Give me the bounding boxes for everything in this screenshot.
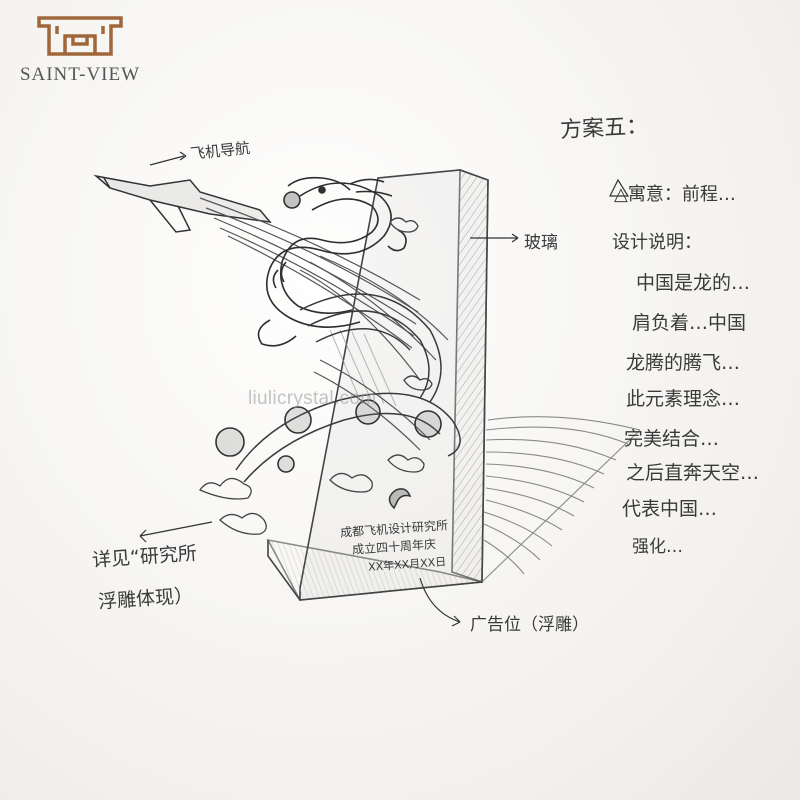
notes-line-8: 之后直奔天空… [626,462,760,484]
brand-logo: SAINT-VIEW [14,14,146,86]
notes-line-6: 此元素理念… [626,388,741,410]
ornate-seal-icon [37,16,123,56]
watermark: liulicrystal.com [248,388,377,409]
notes-line-5: 龙腾的腾飞… [626,352,741,374]
notes-line-7: 完美结合… [624,428,720,450]
plaque-emblem [388,488,412,510]
annotation-pointers [139,151,630,627]
orbs [215,399,442,473]
notes-line-4: 肩负着…中国 [632,312,747,334]
notes-line-10: 强化… [632,537,683,557]
clouds [199,217,433,535]
label-ad-position: 广告位（浮雕） [470,615,589,635]
cast-shadow [481,416,641,583]
flight-trail [199,197,449,451]
notes-line-1: △寓意：前程… [614,184,736,205]
notes-line-3: 中国是龙的… [636,272,751,294]
crystal-slab [266,168,489,601]
notes-line-9: 代表中国… [622,498,718,520]
airplane [93,174,272,233]
dragon [257,176,407,347]
notes-title: 方案五： [559,113,649,144]
label-glass: 玻璃 [524,233,558,253]
notes-line-2: 设计说明： [612,232,702,253]
brand-name: SAINT-VIEW [19,64,141,85]
